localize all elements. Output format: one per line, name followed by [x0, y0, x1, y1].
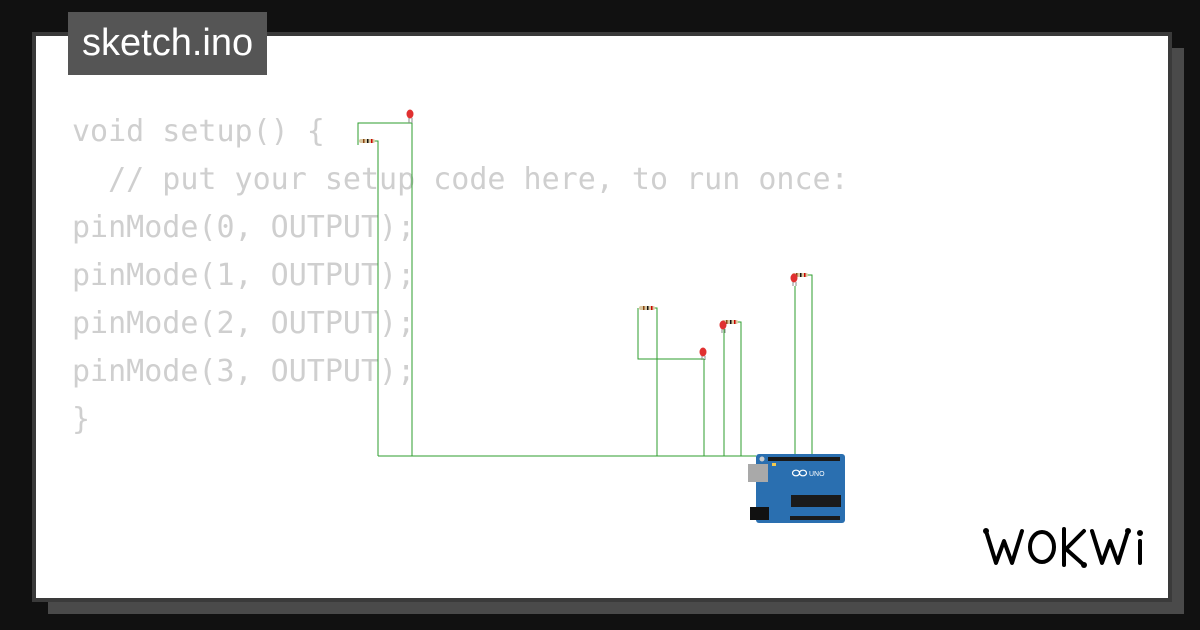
led[interactable] — [406, 109, 414, 124]
led[interactable] — [699, 347, 707, 361]
arduino-uno-board[interactable]: UNO — [748, 454, 845, 523]
code-line: pinMode(3, OUTPUT); — [72, 354, 416, 389]
wires — [357, 122, 813, 457]
led[interactable] — [790, 273, 798, 287]
wire — [637, 308, 704, 360]
wire — [808, 274, 813, 456]
wire — [738, 321, 742, 456]
wokwi-logo — [980, 523, 1150, 576]
wire — [655, 307, 658, 456]
code-line: // put your setup code here, to run once… — [72, 162, 849, 197]
arduino-logo-icon — [791, 469, 808, 477]
wokwi-logo-mark — [983, 527, 1143, 568]
code-line: } — [72, 402, 91, 437]
code-line: void loop() { — [72, 588, 849, 598]
code-line: pinMode(2, OUTPUT); — [72, 306, 416, 341]
board-label: UNO — [809, 471, 825, 478]
preview-card: void setup() { // put your setup code he… — [32, 32, 1172, 602]
file-tab[interactable]: sketch.ino — [68, 12, 268, 75]
code-line: pinMode(1, OUTPUT); — [72, 258, 416, 293]
code-editor: void setup() { // put your setup code he… — [72, 108, 849, 598]
wire — [357, 122, 412, 145]
circuit-diagram: UNO — [357, 109, 845, 523]
resistor[interactable] — [639, 306, 655, 310]
led[interactable] — [719, 320, 727, 334]
resistor[interactable] — [359, 139, 375, 143]
wire — [375, 140, 379, 456]
code-line: void setup() { — [72, 114, 325, 149]
code-line: pinMode(0, OUTPUT); — [72, 210, 416, 245]
